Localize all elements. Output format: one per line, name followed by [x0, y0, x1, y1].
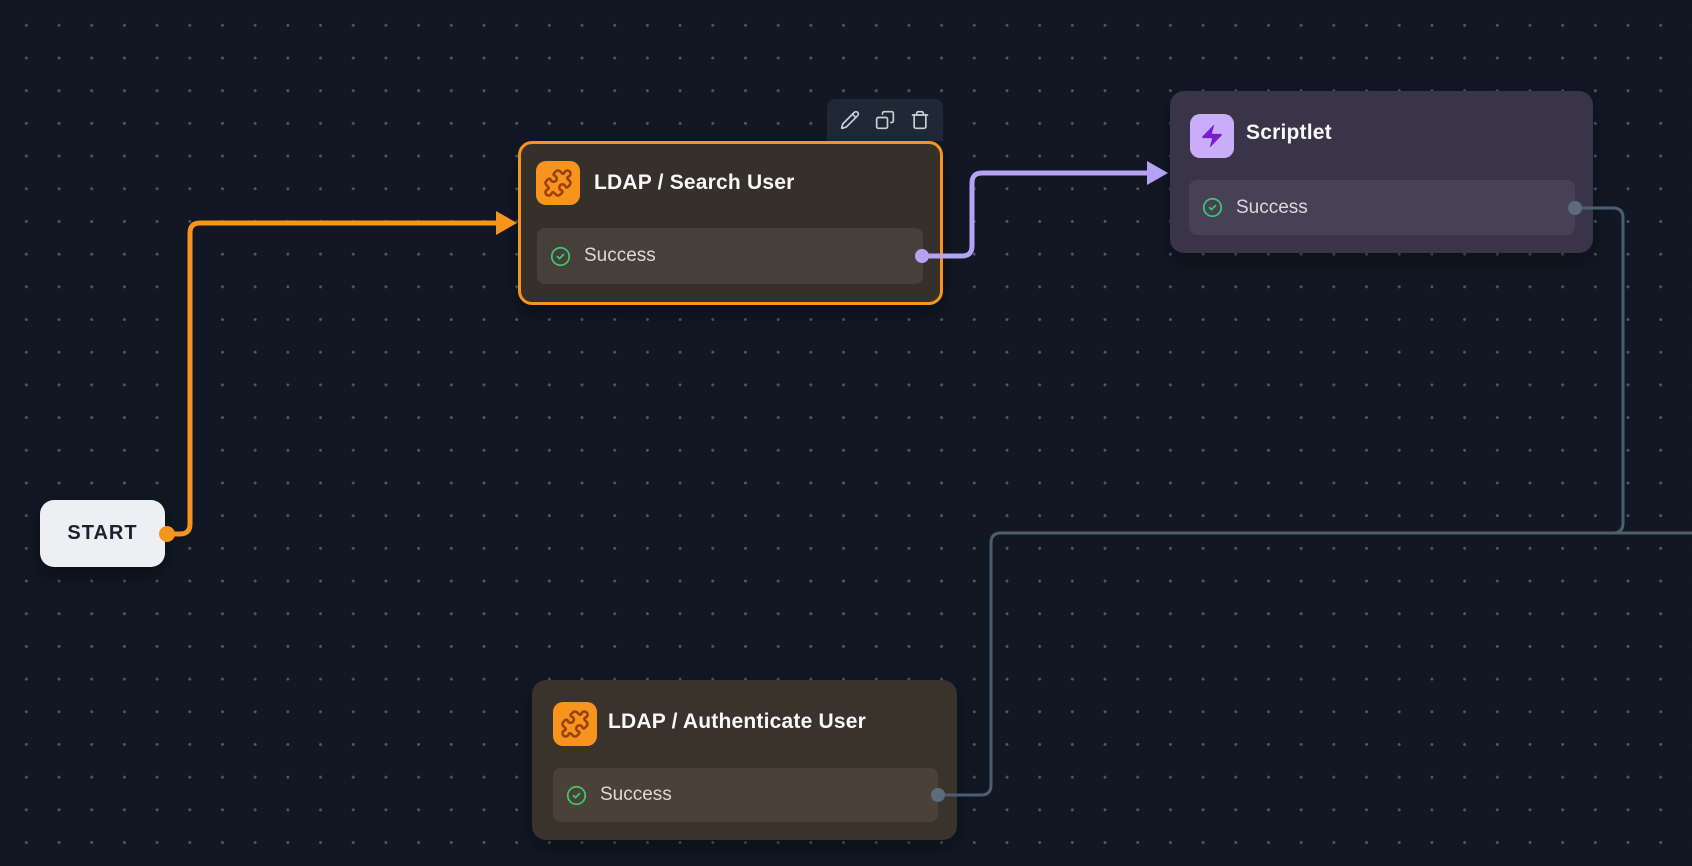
output-label: Success [1236, 196, 1308, 218]
lightning-icon [1202, 125, 1222, 147]
node-icon-box [536, 161, 580, 205]
edge-search-to-scriptlet[interactable] [922, 170, 1150, 259]
puzzle-icon [544, 169, 572, 197]
node-title: LDAP / Authenticate User [608, 710, 867, 733]
check-circle-icon [1202, 197, 1223, 218]
node-title: LDAP / Search User [594, 171, 795, 194]
output-row-success[interactable]: Success [537, 228, 923, 284]
node-toolbar [827, 99, 943, 141]
node-icon-box [1190, 114, 1234, 158]
edge-scriptlet-out[interactable] [1575, 206, 1625, 535]
check-circle-icon [550, 246, 571, 266]
start-node-label: START [67, 522, 138, 544]
node-icon-box [553, 702, 597, 746]
output-row-success[interactable]: Success [553, 768, 938, 822]
edge-auth-to-offscreen[interactable] [938, 531, 1692, 797]
duplicate-node-button[interactable] [873, 108, 897, 132]
node-ldap-search-user[interactable]: LDAP / Search User Success [518, 141, 943, 305]
node-scriptlet[interactable]: Scriptlet Success [1170, 91, 1593, 253]
pencil-icon [840, 110, 860, 130]
output-label: Success [600, 784, 672, 805]
node-title: Scriptlet [1246, 121, 1332, 144]
puzzle-icon [561, 710, 589, 738]
start-node[interactable]: START [40, 500, 165, 567]
edge-start-to-search[interactable] [167, 220, 500, 537]
trash-icon [911, 110, 929, 130]
delete-node-button[interactable] [908, 108, 932, 132]
edge-arrowhead [1147, 161, 1168, 185]
check-circle-icon [566, 785, 587, 805]
node-ldap-authenticate-user[interactable]: LDAP / Authenticate User Success [532, 680, 957, 840]
output-row-success[interactable]: Success [1189, 180, 1575, 235]
copy-icon [875, 110, 895, 130]
edit-node-button[interactable] [838, 108, 862, 132]
output-label: Success [584, 245, 656, 266]
